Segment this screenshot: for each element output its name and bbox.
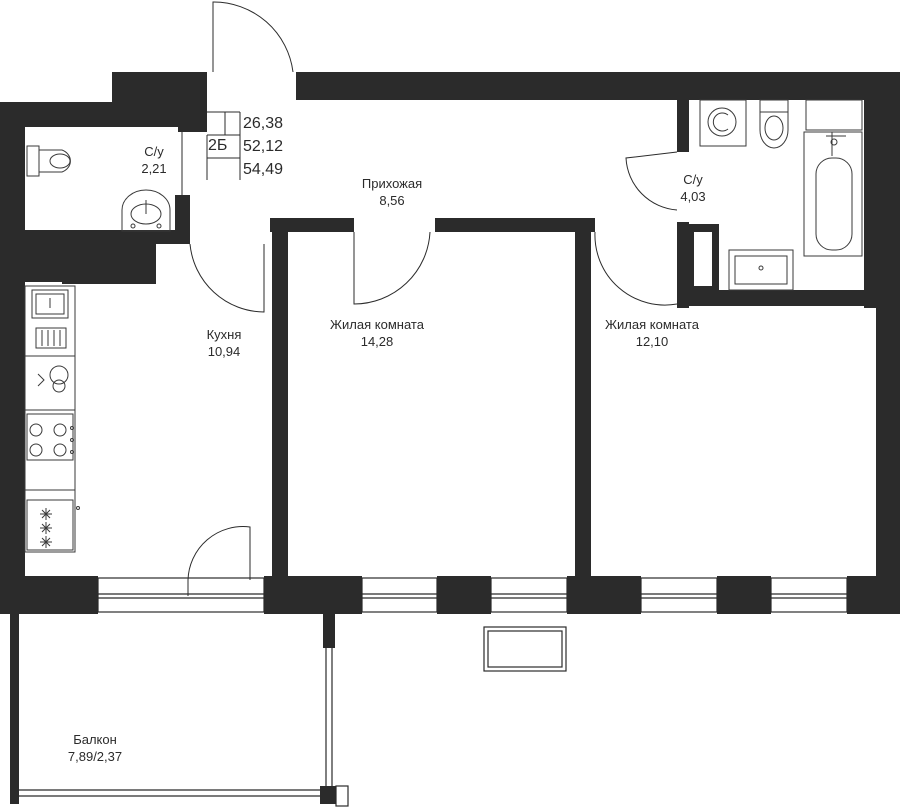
window-living1-a (361, 577, 438, 613)
room-area: 4,03 (680, 189, 706, 204)
door-entry (212, 1, 294, 73)
shaft-1 (25, 238, 65, 282)
balcony-left-rail (10, 614, 19, 804)
wall-bath1-right (175, 195, 190, 244)
fixtures (24, 99, 863, 553)
wall-right-lower (876, 300, 900, 612)
hob-icon (26, 499, 80, 551)
wall-bath2-left (677, 100, 689, 152)
room-label-living1: Жилая комната 14,28 (330, 316, 424, 350)
area-living: 26,38 (243, 115, 284, 132)
ac-unit (483, 626, 567, 672)
toilet-2-icon (759, 99, 789, 149)
window-living2-b (770, 577, 848, 613)
kitchen-sink-icon (31, 289, 69, 319)
wall-kitchen-top-right (140, 238, 156, 284)
room-area: 8,56 (379, 193, 405, 208)
room-label-balcony: Балкон 7,89/2,37 (68, 731, 122, 765)
washer-icon (699, 99, 747, 147)
area-with-balcony: 54,49 (243, 161, 284, 178)
door-bath2 (625, 151, 678, 211)
room-area: 10,94 (207, 344, 241, 359)
area-total: 52,12 (243, 138, 284, 155)
bathtub-icon (803, 99, 863, 257)
walls (0, 72, 900, 804)
wall-living1-top-right (435, 218, 595, 232)
wall-living1-right (575, 218, 591, 612)
wall-living1-left (272, 218, 288, 612)
wall-bottom-4 (717, 576, 771, 614)
wall-bottom-5 (847, 576, 900, 614)
wall-bottom-3 (567, 576, 641, 614)
room-area: 12,10 (635, 334, 669, 349)
room-label-hall: Прихожая 8,56 (362, 175, 422, 209)
door-living2 (594, 231, 678, 306)
area-summary-table (206, 111, 241, 180)
sink-2-icon (728, 249, 794, 291)
wall-bath2-right-inner (864, 100, 900, 130)
wall-entry-left (178, 72, 207, 132)
room-name: Прихожая (361, 176, 423, 191)
room-name: Жилая комната (605, 317, 699, 332)
wall-left (0, 102, 25, 614)
room-label-living2: Жилая комната 12,10 (605, 316, 699, 350)
window-living1-b (490, 577, 568, 613)
washing-machine-icon (37, 365, 69, 393)
room-name: С/у (144, 144, 164, 159)
room-name: Балкон (73, 732, 117, 747)
window-living2-a (640, 577, 718, 613)
shaft-2 (62, 238, 154, 284)
door-kitchen (189, 243, 265, 313)
doors (181, 1, 678, 596)
door-living1 (353, 231, 431, 305)
kitchen-counter (24, 285, 76, 553)
room-label-bathroom1: С/у 2,21 (141, 143, 166, 177)
wall-bottom-left (0, 576, 98, 614)
room-name: Кухня (206, 327, 242, 342)
wall-living1-top-left (270, 218, 354, 232)
door-balcony (187, 526, 251, 596)
drying-rack-icon (35, 327, 67, 349)
toilet-icon (26, 145, 71, 177)
wall-top-main (296, 72, 900, 100)
room-name: С/у (683, 172, 703, 187)
room-name: Жилая комната (330, 317, 424, 332)
stove-icon (26, 413, 74, 461)
wall-bath2-lower-left (677, 222, 689, 308)
room-label-bathroom2: С/у 4,03 (680, 171, 705, 205)
balcony-post-top (323, 614, 335, 648)
room-area: 2,21 (141, 161, 167, 176)
room-label-kitchen: Кухня 10,94 (207, 326, 242, 360)
wall-bath2-shaft-inner (694, 232, 712, 286)
windows (19, 577, 848, 807)
room-area: 7,89/2,37 (67, 749, 123, 764)
wall-bottom-1 (264, 576, 362, 614)
sink-icon (121, 189, 171, 232)
wall-top-left (0, 102, 195, 127)
balcony-post-bottom (320, 786, 336, 804)
apartment-type: 2Б (208, 137, 228, 154)
room-area: 14,28 (360, 334, 394, 349)
wall-bath2-bottom (677, 290, 900, 306)
wall-bottom-2 (437, 576, 491, 614)
window-kitchen (97, 577, 265, 613)
